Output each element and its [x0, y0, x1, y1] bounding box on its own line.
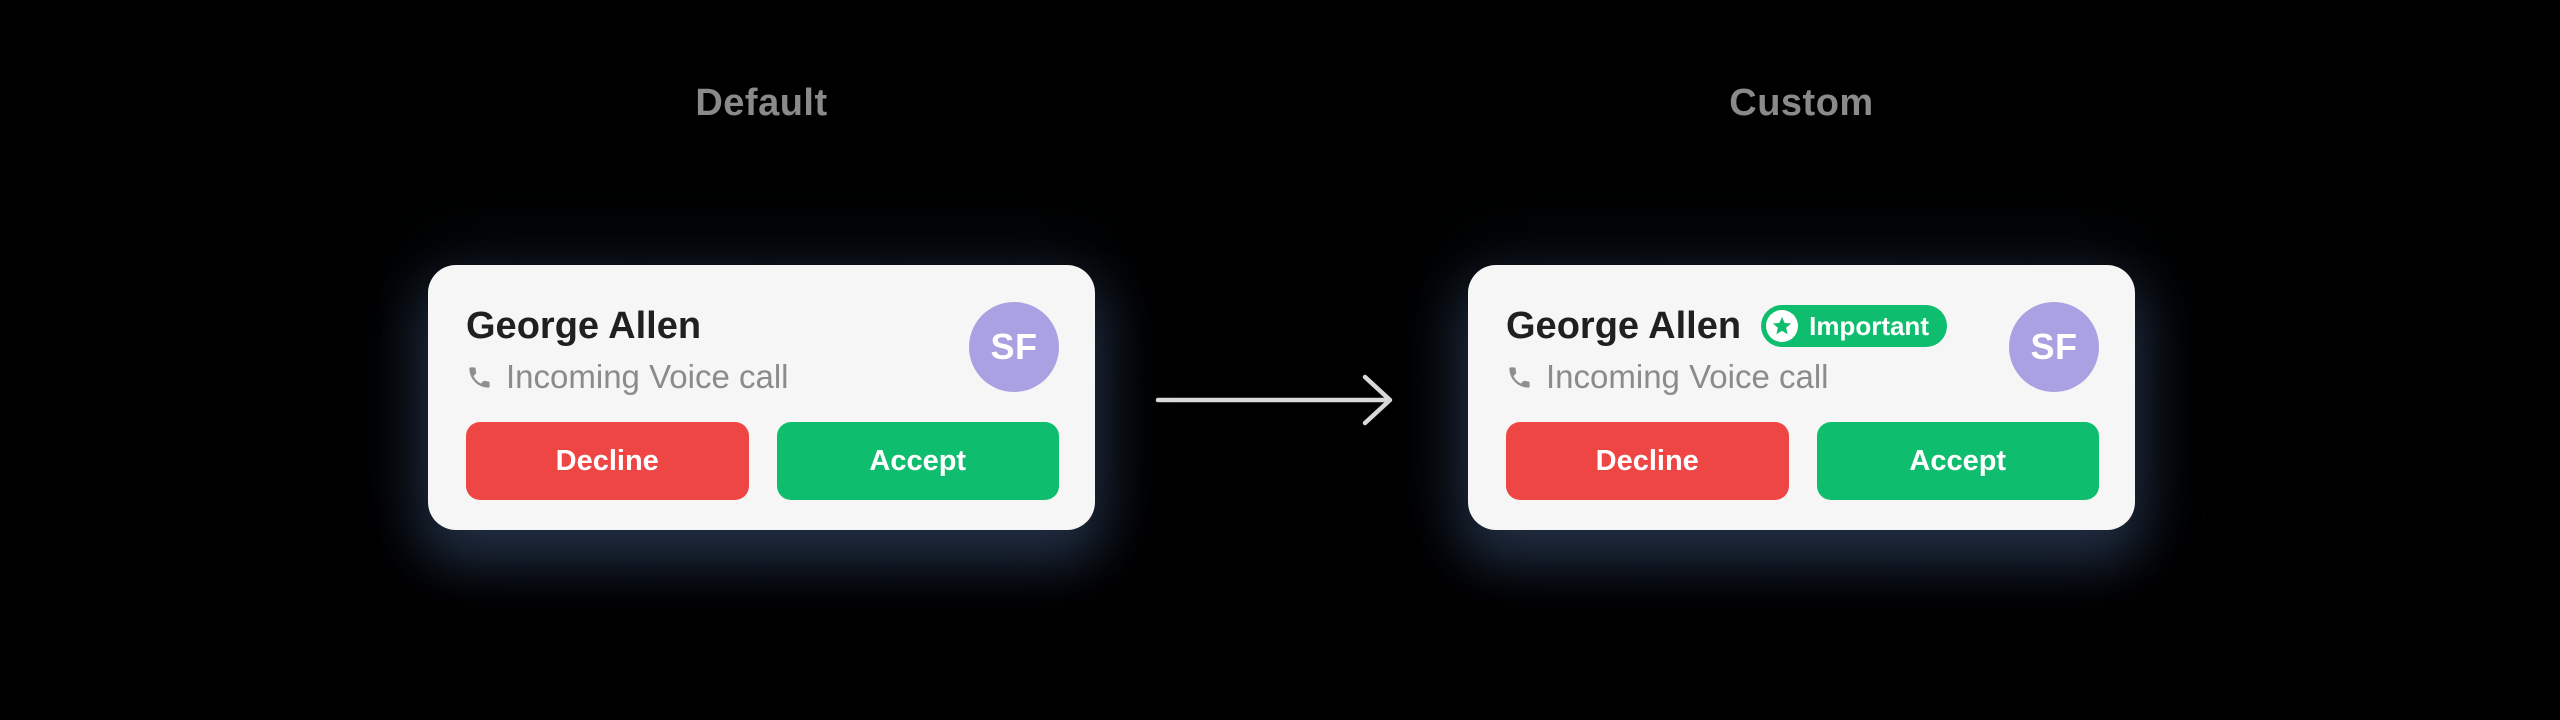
important-badge: Important [1761, 305, 1947, 347]
badge-label: Important [1809, 310, 1929, 341]
avatar: SF [2009, 302, 2099, 392]
accept-button[interactable]: Accept [776, 422, 1059, 500]
card-header: George Allen Incoming Voice call SF [466, 302, 1059, 397]
panel-title-custom: Custom [1729, 82, 1874, 124]
decline-button[interactable]: Decline [1506, 422, 1789, 500]
call-actions: Decline Accept [1506, 422, 2099, 500]
avatar-initials: SF [2030, 326, 2078, 367]
avatar-initials: SF [990, 326, 1038, 367]
arrow-right-icon [1150, 368, 1406, 432]
panel-title-default: Default [695, 82, 828, 124]
name-row: George Allen [466, 303, 788, 349]
call-type-row: Incoming Voice call [1506, 357, 1947, 397]
call-notification-card-custom: George Allen Important Incoming Voice ca… [1468, 265, 2135, 530]
accept-button[interactable]: Accept [1816, 422, 2099, 500]
call-type-row: Incoming Voice call [466, 357, 788, 397]
star-icon [1766, 310, 1799, 342]
caller-info: George Allen Important Incoming Voice ca… [1506, 303, 1947, 397]
phone-icon [1506, 364, 1533, 391]
card-header: George Allen Important Incoming Voice ca… [1506, 302, 2099, 397]
call-actions: Decline Accept [466, 422, 1059, 500]
name-row: George Allen Important [1506, 303, 1947, 349]
caller-name: George Allen [1506, 304, 1742, 347]
caller-info: George Allen Incoming Voice call [466, 303, 788, 397]
phone-icon [466, 364, 493, 391]
call-type-label: Incoming Voice call [1546, 358, 1829, 395]
call-notification-card-default: George Allen Incoming Voice call SF Decl… [428, 265, 1095, 530]
call-type-label: Incoming Voice call [506, 358, 789, 395]
caller-name: George Allen [466, 304, 702, 347]
decline-button[interactable]: Decline [466, 422, 749, 500]
avatar: SF [969, 302, 1059, 392]
